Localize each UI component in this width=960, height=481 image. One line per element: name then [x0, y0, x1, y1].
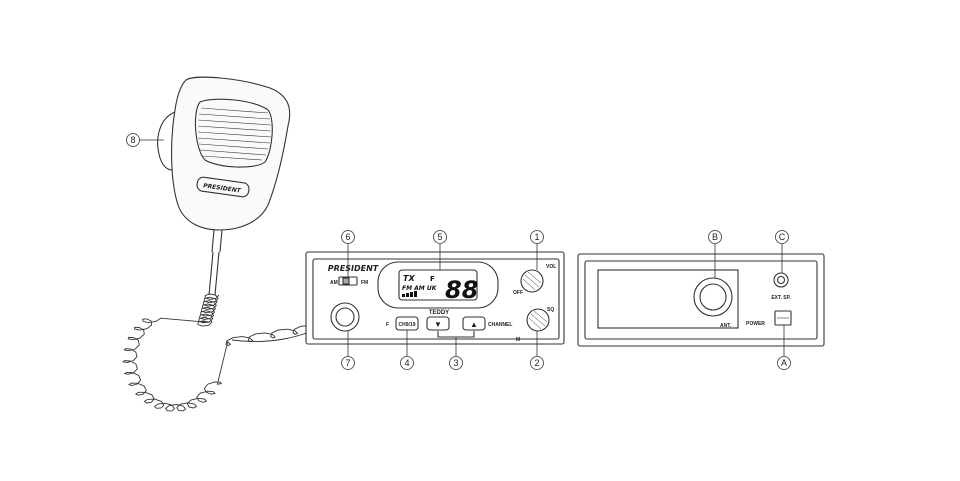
rear-panel-inner	[584, 260, 818, 340]
lcd-signal-bars	[402, 291, 417, 297]
front-brand-label: PRESIDENT	[328, 264, 379, 273]
callout-1-label: 1	[534, 232, 539, 242]
microphone	[157, 76, 291, 296]
ext-speaker-jack-inner	[776, 275, 786, 285]
ext-sp-label: EXT. SP.	[771, 295, 791, 301]
callout-A: A	[777, 356, 791, 370]
coiled-cord	[122, 293, 335, 412]
antenna-connector-inner	[699, 283, 727, 311]
channel-up-button[interactable]	[462, 316, 486, 331]
ant-label: ANT.	[720, 323, 732, 329]
mic-socket-inner	[335, 307, 355, 327]
channel-label: CHANNEL	[488, 322, 512, 328]
callout-5-label: 5	[437, 232, 442, 242]
callout-1: 1	[530, 230, 544, 244]
callout-6: 6	[341, 230, 355, 244]
rear-panel	[577, 253, 825, 347]
callout-C: C	[775, 230, 789, 244]
mic-logo-plate	[196, 176, 250, 198]
lcd-tx: TX	[403, 274, 415, 283]
callout-2: 2	[530, 356, 544, 370]
up-arrow-icon: ▲	[470, 320, 478, 329]
am-fm-switch-slider[interactable]	[342, 277, 350, 285]
lcd-f: F	[430, 275, 435, 283]
model-label: TEDDY	[429, 310, 449, 316]
callout-3: 3	[449, 356, 463, 370]
vol-label: VOL	[546, 264, 556, 270]
front-panel-inner	[312, 258, 560, 340]
display-bezel	[377, 261, 499, 309]
callout-4: 4	[400, 356, 414, 370]
callout-8-label: 8	[130, 135, 135, 145]
ext-speaker-jack[interactable]	[773, 272, 789, 288]
callout-4-label: 4	[404, 358, 409, 368]
callout-7-label: 7	[345, 358, 350, 368]
fm-label: FM	[361, 280, 368, 286]
callout-7: 7	[341, 356, 355, 370]
channel-down-button[interactable]	[426, 316, 450, 331]
callout-B: B	[708, 230, 722, 244]
callout-3-label: 3	[453, 358, 458, 368]
lcd-digits: 88	[445, 276, 478, 304]
callout-leaders	[140, 139, 785, 356]
power-label: POWER	[746, 321, 765, 327]
callout-5: 5	[433, 230, 447, 244]
callout-6-label: 6	[345, 232, 350, 242]
volume-knob-ridges	[522, 271, 542, 291]
mic-socket[interactable]	[330, 302, 360, 332]
callout-A-label: A	[781, 358, 787, 368]
am-label: AM	[330, 280, 338, 286]
coiled-cord-path	[122, 293, 324, 412]
callout-2-label: 2	[534, 358, 539, 368]
callout-8: 8	[126, 133, 140, 147]
callout-C-label: C	[779, 232, 786, 242]
down-arrow-icon: ▼	[434, 320, 442, 329]
sq-label: SQ	[547, 307, 554, 313]
grille-lines	[197, 107, 272, 161]
callout-B-label: B	[712, 232, 718, 242]
lcd-window	[398, 269, 478, 301]
lcd-mode: FM AM UK	[402, 285, 438, 292]
f-label: F	[386, 322, 389, 328]
front-panel	[305, 251, 565, 345]
m-label: M	[516, 337, 520, 343]
ch919-label: CH9/19	[399, 322, 416, 328]
squelch-knob-ridges	[528, 310, 548, 330]
rear-heatsink	[597, 269, 739, 329]
mic-body	[171, 76, 291, 231]
mic-grille	[194, 98, 273, 168]
off-label: OFF	[513, 290, 523, 296]
cable-stub	[211, 229, 223, 253]
